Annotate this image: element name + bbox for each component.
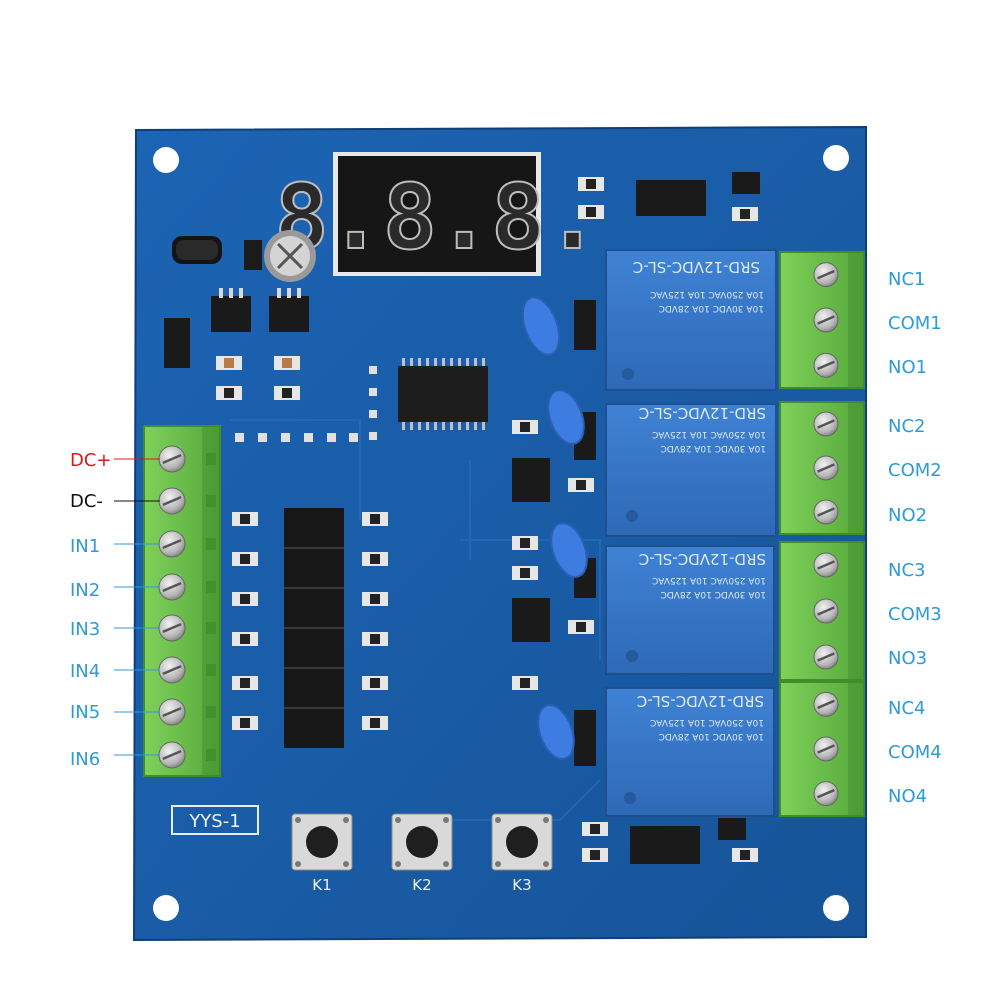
relay-4: SRD-12VDC-SL-C 10A 250VAC 10A 125VAC 10A…: [605, 687, 775, 817]
model-label: YYS-1: [171, 805, 259, 835]
label-no1: NO1: [888, 357, 928, 378]
label-com2: COM2: [888, 460, 942, 481]
bottom-smd: [582, 818, 758, 864]
output-terminal-block: [779, 251, 865, 389]
label-in2: IN2: [70, 580, 101, 601]
label-no3: NO3: [888, 648, 928, 669]
screw-terminal[interactable]: [158, 530, 186, 558]
label-nc4: NC4: [888, 698, 926, 719]
screw-terminal[interactable]: [813, 262, 839, 288]
screw-terminal[interactable]: [158, 445, 186, 473]
screw-terminal[interactable]: [813, 307, 839, 333]
label-in5: IN5: [70, 702, 101, 723]
display-digits: 8.8.8.: [274, 165, 599, 270]
screw-terminal[interactable]: [158, 698, 186, 726]
screw-terminal[interactable]: [813, 736, 839, 762]
label-no4: NO4: [888, 786, 928, 807]
screw-terminal[interactable]: [813, 411, 839, 437]
component: [244, 240, 262, 270]
button-k1[interactable]: K1: [291, 813, 353, 894]
button-k2[interactable]: K2: [391, 813, 453, 894]
relay-rating-text: 10A 30VDC 10A 28VDC: [661, 589, 766, 599]
capacitor-silver: [264, 230, 316, 282]
mid-optocouplers: [512, 458, 550, 642]
label-dc-minus: DC-: [70, 491, 103, 512]
screw-terminal[interactable]: [158, 741, 186, 769]
mounting-hole: [823, 895, 849, 921]
smd-resistors: [216, 356, 300, 400]
smd-components: [578, 172, 760, 221]
header-pads: [235, 366, 377, 442]
button-k3-label: K3: [512, 876, 531, 894]
regulator-chips: [164, 296, 309, 368]
label-no2: NO2: [888, 505, 928, 526]
smd-resistor-column-left: [232, 512, 258, 730]
relay-rating-text: 10A 250VAC 10A 125VAC: [652, 575, 766, 585]
screw-terminal[interactable]: [813, 598, 839, 624]
screw-terminal[interactable]: [813, 781, 839, 807]
relay-rating-text: 10A 30VDC 10A 28VDC: [659, 731, 764, 741]
screw-terminal[interactable]: [813, 691, 839, 717]
relay-rating-text: 10A 250VAC 10A 125VAC: [650, 289, 764, 299]
label-nc2: NC2: [888, 416, 926, 437]
capacitor-black: [172, 236, 222, 264]
screw-terminal[interactable]: [158, 656, 186, 684]
relay-1: SRD-12VDC-SL-C 10A 250VAC 10A 125VAC 10A…: [605, 249, 777, 391]
label-dc-plus: DC+: [70, 450, 112, 471]
label-in1: IN1: [70, 536, 101, 557]
label-com3: COM3: [888, 604, 942, 625]
ceramic-capacitors: [521, 296, 588, 760]
mid-smd: [512, 420, 594, 690]
screw-terminal[interactable]: [158, 614, 186, 642]
relay-rating-text: 10A 30VDC 10A 28VDC: [661, 443, 766, 453]
button-k2-label: K2: [412, 876, 431, 894]
mounting-hole: [153, 147, 179, 173]
model-label-text: YYS-1: [188, 811, 240, 832]
output-terminal-blocks: [779, 251, 865, 817]
screw-terminal[interactable]: [158, 573, 186, 601]
mounting-hole: [823, 145, 849, 171]
button-k3[interactable]: K3: [491, 813, 553, 894]
screw-terminal[interactable]: [813, 455, 839, 481]
screw-terminal[interactable]: [813, 499, 839, 525]
relay-rating-text: 10A 250VAC 10A 125VAC: [652, 429, 766, 439]
microcontroller-chip: [398, 358, 488, 430]
screw-terminal[interactable]: [813, 644, 839, 670]
relay-rating-text: 10A 250VAC 10A 125VAC: [650, 717, 764, 727]
label-com1: COM1: [888, 313, 942, 334]
seven-segment-display: 8.8.8.: [273, 152, 601, 276]
input-terminal-block: [143, 425, 221, 777]
smd-resistor-column-right: [362, 512, 388, 730]
screw-terminal[interactable]: [813, 552, 839, 578]
label-com4: COM4: [888, 742, 942, 763]
label-nc3: NC3: [888, 560, 926, 581]
relay-model-text: SRD-12VDC-SL-C: [637, 692, 764, 710]
relay-2: SRD-12VDC-SL-C 10A 250VAC 10A 125VAC 10A…: [605, 403, 777, 537]
input-terminal-block: [143, 425, 221, 777]
relay-model-text: SRD-12VDC-SL-C: [639, 550, 766, 568]
label-nc1: NC1: [888, 269, 926, 290]
button-k1-label: K1: [312, 876, 331, 894]
label-in6: IN6: [70, 749, 101, 770]
relay-3: SRD-12VDC-SL-C 10A 250VAC 10A 125VAC 10A…: [605, 545, 775, 675]
screw-terminal[interactable]: [813, 352, 839, 378]
relay-model-text: SRD-12VDC-SL-C: [633, 258, 760, 276]
output-terminal-block: [779, 681, 865, 817]
relay-rating-text: 10A 30VDC 10A 28VDC: [659, 303, 764, 313]
relay-model-text: SRD-12VDC-SL-C: [639, 404, 766, 422]
optocoupler-array: [284, 508, 344, 748]
relay-diodes: [574, 300, 596, 766]
label-in3: IN3: [70, 619, 101, 640]
screw-terminal[interactable]: [158, 487, 186, 515]
label-in4: IN4: [70, 661, 101, 682]
mounting-hole: [153, 895, 179, 921]
output-terminal-block: [779, 401, 865, 535]
output-terminal-block: [779, 541, 865, 681]
